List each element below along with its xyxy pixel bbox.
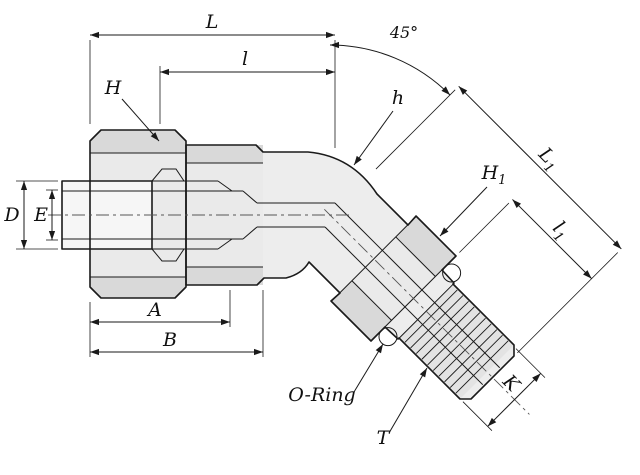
leader-o-ring: O-Ring — [288, 343, 384, 406]
label-D: D — [3, 204, 19, 226]
label-H: H — [104, 77, 122, 99]
ferrule-upper — [150, 168, 185, 182]
dimension-L: L — [89, 11, 336, 148]
dimension-angle-45: 45° — [329, 23, 451, 96]
o-ring-upper — [442, 263, 462, 283]
label-L: L — [205, 11, 219, 33]
leader-line — [121, 98, 160, 142]
leader-H: H — [104, 77, 160, 142]
angle-arc — [329, 41, 451, 96]
dimension-line — [487, 373, 542, 427]
label-T: T — [377, 427, 391, 449]
label-L1: L1 — [530, 143, 564, 177]
label-h: h — [392, 87, 404, 109]
angled-section-detail — [324, 202, 530, 415]
male-hex-facet-line — [351, 280, 392, 321]
thread-hatch — [404, 289, 509, 394]
label-l1: l1 — [546, 217, 575, 246]
bore-line-angled — [334, 202, 501, 369]
dimension-line — [512, 199, 592, 279]
leader-line — [388, 367, 428, 434]
leader-T: T — [377, 367, 428, 449]
leader-line — [353, 343, 384, 393]
nut-outline — [89, 129, 187, 299]
dimension-A: A — [89, 290, 231, 357]
leader-line — [439, 186, 488, 237]
label-45deg: 45° — [389, 23, 418, 42]
bore-cone — [242, 190, 258, 204]
dimension-E: E — [33, 189, 58, 241]
leader-line — [353, 110, 394, 166]
dimension-l: l — [159, 48, 335, 124]
dimension-B: B — [89, 290, 264, 357]
seat-chamfer — [217, 238, 233, 250]
label-H1: H1 — [481, 162, 507, 188]
dimension-l1: l1 — [459, 199, 592, 279]
male-hex-face — [331, 216, 417, 302]
elbow-body-outline — [185, 144, 515, 400]
o-ring-lower — [378, 327, 398, 347]
extension-line — [515, 348, 546, 378]
ferrule-lower — [150, 248, 185, 262]
leader-H1: H1 — [439, 162, 507, 237]
label-B: B — [162, 329, 177, 351]
dimension-line — [458, 85, 622, 250]
seat-chamfer — [217, 180, 233, 192]
extension-line — [459, 202, 510, 253]
label-l: l — [242, 48, 248, 70]
bore-line-angled — [324, 226, 484, 386]
extension-line — [462, 401, 493, 431]
label-A: A — [146, 299, 162, 321]
bore-cone — [242, 226, 258, 240]
male-hex-facet-line — [395, 236, 436, 277]
extension-line — [517, 252, 619, 354]
label-E: E — [33, 204, 48, 226]
extension-line — [375, 89, 456, 170]
leader-h: h — [353, 87, 404, 166]
dimension-D: D — [3, 180, 58, 250]
label-o-ring: O-Ring — [288, 384, 355, 406]
